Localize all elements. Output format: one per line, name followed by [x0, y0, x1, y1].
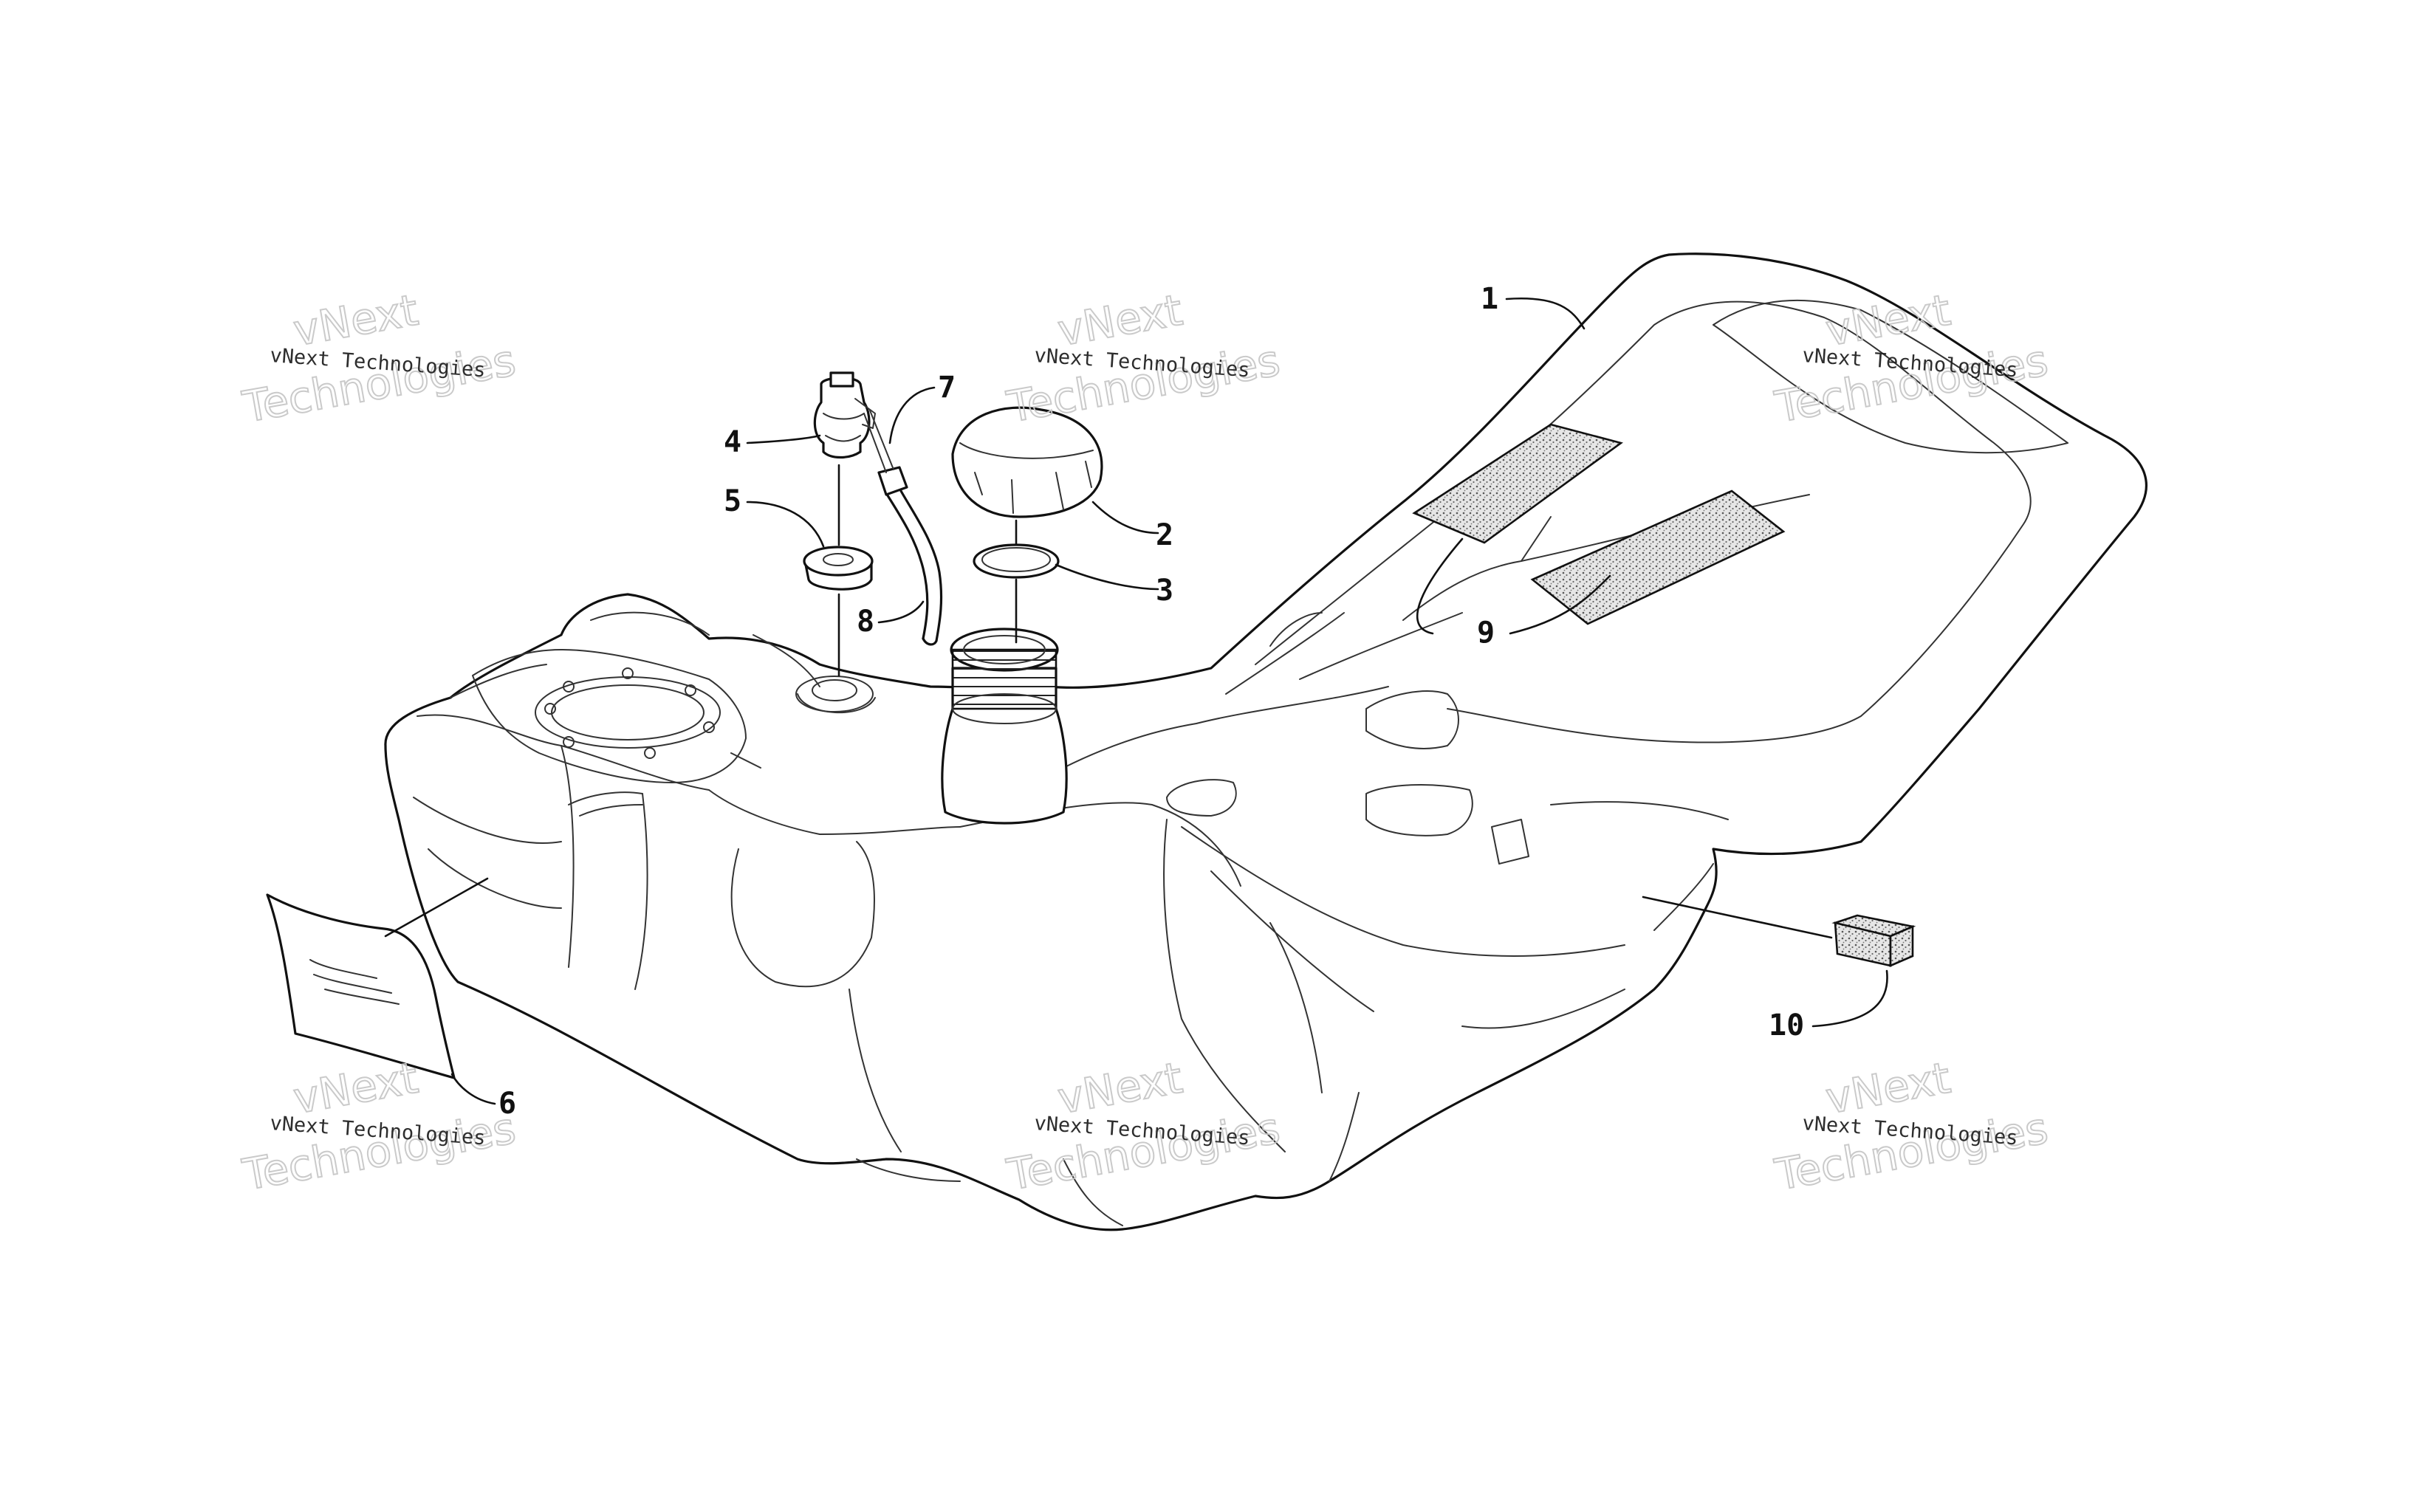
- callout-8: 8: [857, 605, 874, 639]
- filler-cap: [951, 406, 1103, 518]
- callout-4: 4: [724, 425, 741, 459]
- callout-3: 3: [1156, 574, 1173, 608]
- watermark: vNext Technologies vNext Technologies: [1002, 284, 1284, 433]
- watermark: vNext Technologies vNext Technologies: [238, 284, 520, 433]
- watermark: vNext Technologies vNext Technologies: [238, 1052, 520, 1201]
- decal-sheet: [266, 893, 456, 1079]
- grommet: [803, 546, 874, 591]
- o-ring-seal: [973, 543, 1060, 579]
- svg-text:vNext: vNext: [1822, 285, 1954, 356]
- foam-block: [1831, 914, 1916, 967]
- svg-text:vNext: vNext: [289, 1053, 422, 1124]
- watermark: vNext Technologies vNext Technologies: [1770, 284, 2052, 433]
- callout-labels: 1 2 3 4 5 6 7 8 9 10: [498, 282, 1804, 1121]
- watermark: vNext Technologies vNext Technologies: [1002, 1052, 1284, 1201]
- fuel-tank: [384, 252, 2148, 1231]
- callout-1: 1: [1481, 282, 1498, 316]
- svg-text:vNext: vNext: [1822, 1053, 1954, 1124]
- callout-2: 2: [1156, 518, 1173, 552]
- svg-text:vNext: vNext: [1054, 285, 1186, 356]
- callout-10: 10: [1769, 1008, 1804, 1042]
- callout-9: 9: [1477, 616, 1495, 650]
- watermarks: vNext Technologies vNext Technologies vN…: [238, 284, 2052, 1201]
- callout-7: 7: [938, 371, 956, 405]
- watermark: vNext Technologies vNext Technologies: [1770, 1052, 2052, 1201]
- callout-6: 6: [498, 1087, 516, 1121]
- vent-hose: [863, 410, 943, 646]
- svg-text:vNext: vNext: [1054, 1053, 1186, 1124]
- rollover-valve: [813, 371, 876, 459]
- callout-5: 5: [724, 484, 741, 518]
- svg-text:vNext: vNext: [289, 285, 422, 356]
- leader-lines: [384, 297, 1888, 1105]
- stipple-pads: [1412, 423, 1786, 625]
